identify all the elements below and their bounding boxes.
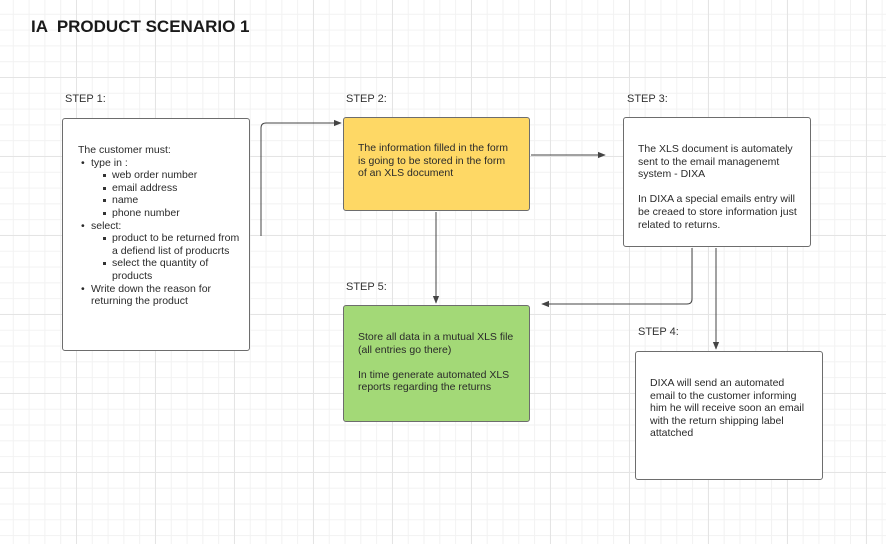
step-1-label: STEP 1: bbox=[65, 93, 106, 105]
step-5-text-2: In time generate automated XLS reports r… bbox=[358, 368, 510, 394]
step-2-text: The information filled in the form is go… bbox=[358, 142, 508, 180]
step-5-text-1: Store all data in a mutual XLS file (all… bbox=[358, 331, 514, 356]
type-in-email-address: email address bbox=[103, 182, 241, 195]
step-3-label: STEP 3: bbox=[627, 93, 668, 105]
step-4-label: STEP 4: bbox=[638, 326, 679, 338]
select-item: select: product to be returned from a de… bbox=[81, 220, 241, 283]
step-2-label: STEP 2: bbox=[346, 93, 387, 105]
select-label: select: bbox=[91, 219, 122, 232]
step-2-box[interactable]: The information filled in the form is go… bbox=[343, 117, 530, 211]
type-in-web-order-number: web order number bbox=[103, 169, 241, 182]
step-5-box[interactable]: Store all data in a mutual XLS file (all… bbox=[343, 305, 530, 422]
step-3-text-1: The XLS document is automately sent to t… bbox=[638, 143, 793, 181]
step-4-box[interactable]: DIXA will send an automated email to the… bbox=[635, 351, 823, 480]
type-in-name: name bbox=[103, 194, 241, 207]
arrow-step3-to-step5 bbox=[541, 248, 693, 308]
step-1-box[interactable]: The customer must: type in : web order n… bbox=[62, 118, 250, 351]
page-title: IA PRODUCT SCENARIO 1 bbox=[31, 17, 250, 36]
step-3-box[interactable]: The XLS document is automately sent to t… bbox=[623, 117, 811, 247]
step-5-label: STEP 5: bbox=[346, 281, 387, 293]
select-quantity: select the quantity of products bbox=[103, 257, 241, 282]
type-in-item: type in : web order number email address… bbox=[81, 157, 241, 220]
step-1-intro: The customer must: bbox=[78, 144, 171, 156]
reason-item: Write down the reason for returning the … bbox=[81, 283, 241, 308]
select-product: product to be returned from a defiend li… bbox=[103, 232, 241, 257]
type-in-phone-number: phone number bbox=[103, 207, 241, 220]
step-3-text-2: In DIXA a special emails entry will be c… bbox=[638, 193, 797, 231]
step-4-text: DIXA will send an automated email to the… bbox=[650, 377, 805, 440]
type-in-label: type in : bbox=[91, 156, 128, 169]
arrow-step1-to-step2 bbox=[260, 119, 342, 236]
